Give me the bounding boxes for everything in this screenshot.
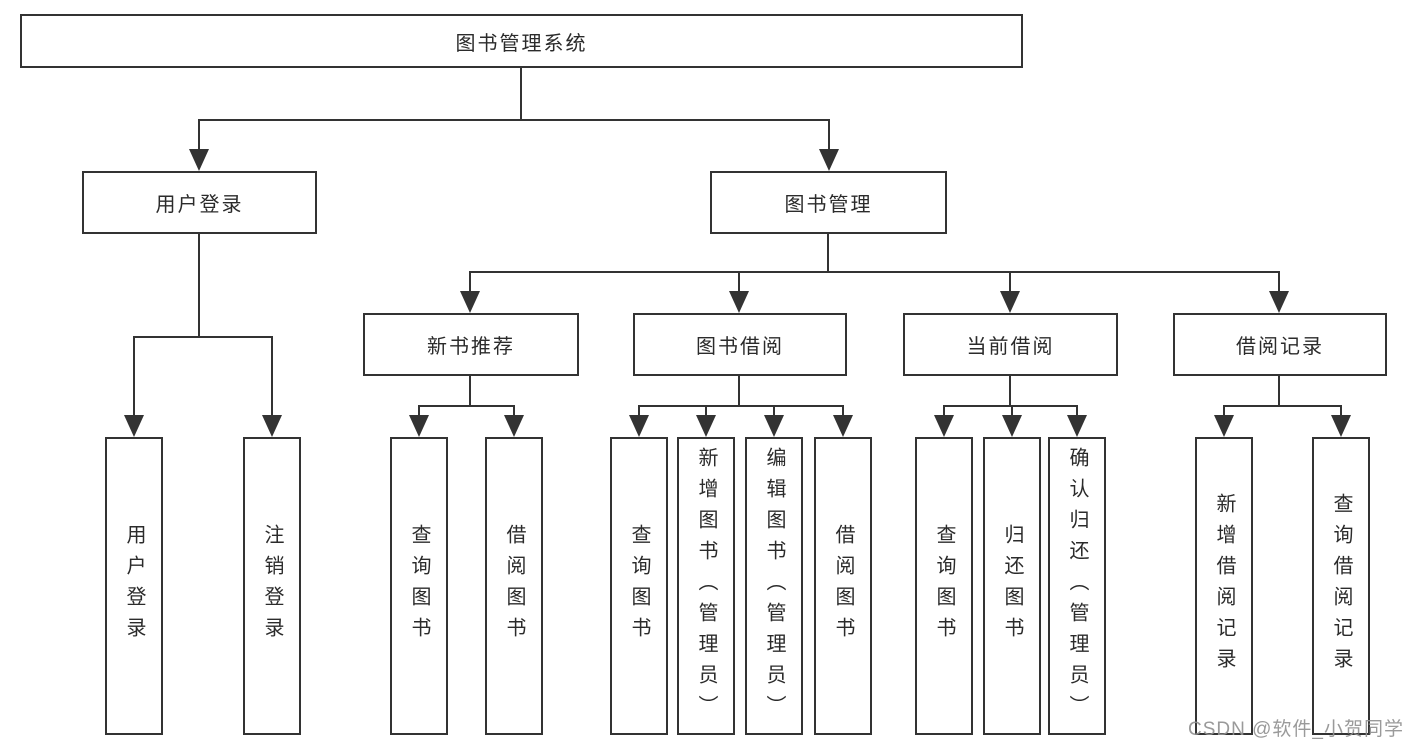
arrowhead-icon [833, 415, 853, 437]
connector-line [1278, 376, 1280, 406]
arrowhead-icon [629, 415, 649, 437]
node-label: 图书借阅 [696, 336, 784, 358]
node-label: 新增借阅记录 [1213, 493, 1235, 679]
connector-line [1076, 405, 1078, 418]
connector-line [513, 405, 515, 418]
node-label: 新书推荐 [427, 336, 515, 358]
node-label: 查询图书 [933, 524, 955, 648]
leaf-return-books: 归还图书 [983, 437, 1041, 735]
connector-line [738, 271, 740, 293]
connector-line [469, 376, 471, 406]
node-book-management: 图书管理 [710, 171, 947, 234]
node-label: 借阅图书 [503, 524, 525, 648]
connector-line [418, 405, 515, 407]
node-label: 注销登录 [261, 524, 283, 648]
arrowhead-icon [409, 415, 429, 437]
connector-line [1009, 376, 1011, 406]
node-label: 图书管理系统 [455, 32, 588, 55]
arrowhead-icon [1269, 291, 1289, 313]
connector-line [828, 119, 830, 152]
connector-line [198, 119, 200, 152]
node-new-book-recommendation: 新书推荐 [363, 313, 579, 376]
connector-line [705, 405, 707, 418]
arrowhead-icon [124, 415, 144, 437]
leaf-query-books-borrowing: 查询图书 [610, 437, 668, 735]
connector-line [133, 336, 135, 418]
leaf-query-books-current: 查询图书 [915, 437, 973, 735]
connector-line [943, 405, 945, 418]
connector-line [271, 336, 273, 418]
node-label: 借阅图书 [832, 524, 854, 648]
node-user-login: 用户登录 [82, 171, 317, 234]
arrowhead-icon [696, 415, 716, 437]
node-label: 新增图书（管理员） [695, 446, 717, 726]
connector-line [842, 405, 844, 418]
arrowhead-icon [1067, 415, 1087, 437]
arrowhead-icon [729, 291, 749, 313]
connector-line [1223, 405, 1225, 418]
connector-line [738, 376, 740, 406]
connector-line [943, 405, 1078, 407]
leaf-query-borrow-record: 查询借阅记录 [1312, 437, 1370, 735]
node-label: 用户登录 [123, 524, 145, 648]
arrowhead-icon [764, 415, 784, 437]
connector-line [638, 405, 844, 407]
node-label: 查询图书 [628, 524, 650, 648]
connector-line [198, 234, 200, 338]
leaf-confirm-return-admin: 确认归还（管理员） [1048, 437, 1106, 735]
connector-line [1011, 405, 1013, 418]
node-library-system-root: 图书管理系统 [20, 14, 1023, 68]
node-book-borrowing: 图书借阅 [633, 313, 847, 376]
arrowhead-icon [1002, 415, 1022, 437]
leaf-borrow-books-recommend: 借阅图书 [485, 437, 543, 735]
watermark: CSDN @软件_小贺同学 [1188, 719, 1404, 740]
connector-line [198, 119, 830, 121]
node-current-borrowing: 当前借阅 [903, 313, 1118, 376]
connector-line [418, 405, 420, 418]
connector-line [469, 271, 1280, 273]
leaf-add-borrow-record: 新增借阅记录 [1195, 437, 1253, 735]
node-label: 用户登录 [155, 194, 244, 216]
connector-line [1278, 271, 1280, 293]
connector-line [469, 271, 471, 293]
connector-line [827, 234, 829, 272]
arrowhead-icon [819, 149, 839, 171]
arrowhead-icon [1000, 291, 1020, 313]
node-label: 查询图书 [408, 524, 430, 648]
arrowhead-icon [262, 415, 282, 437]
connector-line [133, 336, 273, 338]
node-label: 查询借阅记录 [1330, 493, 1352, 679]
connector-line [520, 68, 522, 120]
node-borrowing-records: 借阅记录 [1173, 313, 1387, 376]
arrowhead-icon [460, 291, 480, 313]
arrowhead-icon [189, 149, 209, 171]
leaf-user-login: 用户登录 [105, 437, 163, 735]
connector-line [638, 405, 640, 418]
arrowhead-icon [1214, 415, 1234, 437]
node-label: 图书管理 [784, 194, 873, 216]
node-label: 借阅记录 [1236, 336, 1324, 358]
leaf-add-book-admin: 新增图书（管理员） [677, 437, 735, 735]
leaf-logout: 注销登录 [243, 437, 301, 735]
connector-line [1009, 271, 1011, 293]
connector-line [1340, 405, 1342, 418]
connector-line [1223, 405, 1342, 407]
leaf-edit-book-admin: 编辑图书（管理员） [745, 437, 803, 735]
leaf-borrow-books-borrowing: 借阅图书 [814, 437, 872, 735]
node-label: 确认归还（管理员） [1066, 446, 1088, 726]
node-label: 归还图书 [1001, 524, 1023, 648]
arrowhead-icon [504, 415, 524, 437]
arrowhead-icon [1331, 415, 1351, 437]
node-label: 编辑图书（管理员） [763, 446, 785, 726]
connector-line [773, 405, 775, 418]
node-label: 当前借阅 [966, 336, 1055, 358]
leaf-query-books-recommend: 查询图书 [390, 437, 448, 735]
arrowhead-icon [934, 415, 954, 437]
